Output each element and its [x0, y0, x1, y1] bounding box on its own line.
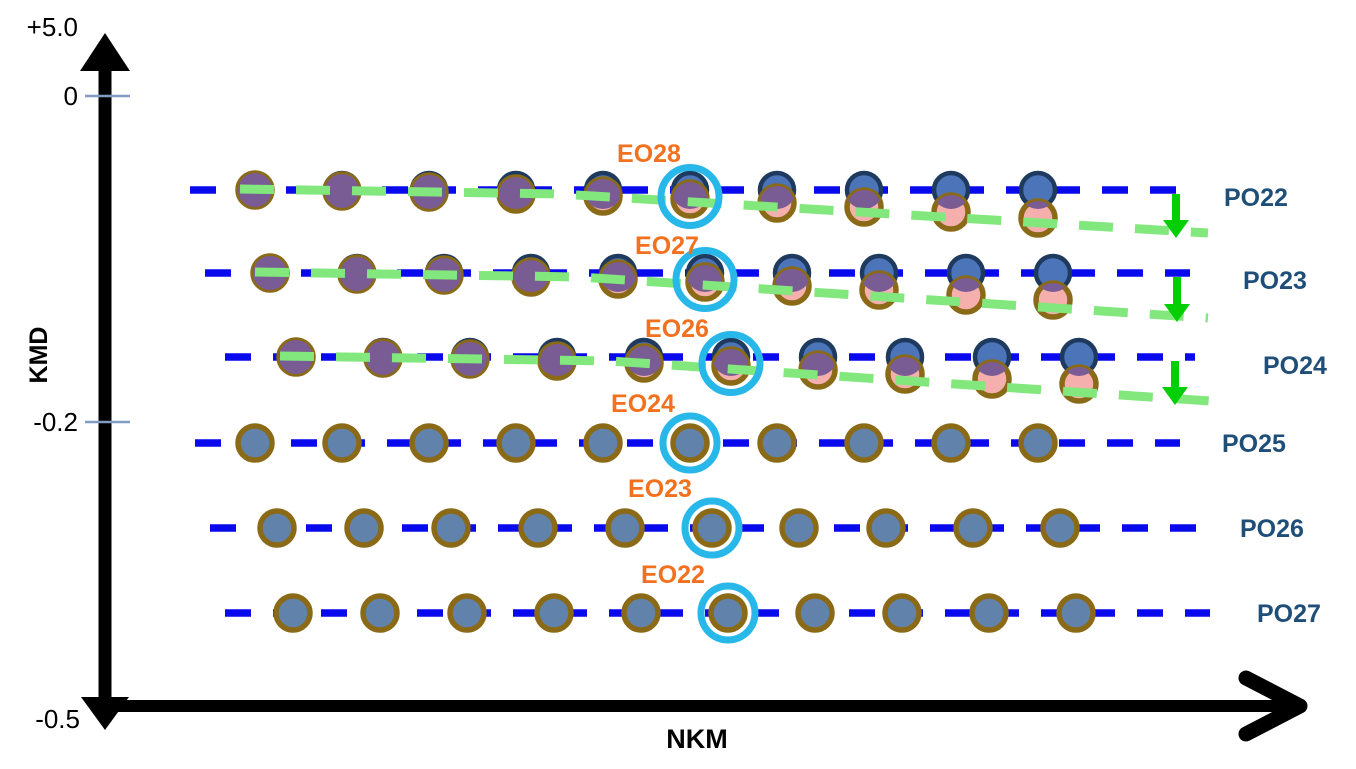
highlight-label: EO23 — [628, 475, 692, 503]
highlight-ring — [697, 582, 759, 644]
data-point — [1056, 593, 1096, 633]
data-point-overlap — [934, 195, 968, 209]
data-point — [1040, 508, 1080, 548]
trend-line — [239, 184, 1209, 238]
data-point — [257, 508, 297, 548]
data-point-overlap — [775, 269, 809, 292]
data-point — [882, 593, 922, 633]
data-point-overlap — [340, 257, 374, 291]
data-point — [235, 423, 275, 463]
data-point — [409, 423, 449, 463]
data-point — [360, 593, 400, 633]
data-point — [605, 508, 645, 548]
data-point — [692, 508, 732, 548]
highlight-label: EO27 — [635, 232, 699, 260]
data-point — [779, 508, 819, 548]
highlight-label: EO26 — [645, 315, 709, 343]
shift-arrow-head — [1164, 304, 1190, 322]
y-axis-label: KMD — [25, 327, 53, 384]
highlight-label: EO24 — [611, 390, 675, 418]
data-point-overlap — [888, 357, 922, 376]
highlight-ring — [681, 497, 743, 559]
row-label: PO27 — [1257, 600, 1321, 628]
y-axis-max-label: +5.0 — [27, 12, 78, 42]
data-point-overlap — [862, 273, 896, 292]
shift-arrow-head — [1163, 220, 1189, 238]
data-point — [518, 508, 558, 548]
row-label: PO26 — [1240, 515, 1304, 543]
trend-line — [254, 267, 1209, 323]
y-tick-label: -0.2 — [33, 407, 78, 437]
data-point-overlap — [366, 341, 400, 375]
highlight-ring — [657, 164, 723, 229]
data-point — [621, 593, 661, 633]
data-point-overlap — [847, 190, 881, 209]
data-point — [1018, 423, 1058, 463]
y-axis-arrow-up-icon — [80, 33, 130, 71]
highlight-ring — [672, 247, 738, 312]
data-point-overlap — [499, 177, 533, 209]
row-label: PO23 — [1243, 267, 1307, 295]
data-point — [273, 593, 313, 633]
data-point — [322, 423, 362, 463]
data-point — [583, 423, 623, 463]
data-point — [969, 593, 1009, 633]
data-point — [344, 508, 384, 548]
data-point-overlap — [801, 353, 835, 376]
data-point-overlap — [949, 278, 983, 292]
data-point — [866, 508, 906, 548]
y-axis-min-label: -0.5 — [35, 704, 80, 734]
data-point — [953, 508, 993, 548]
y-tick-label: 0 — [64, 81, 78, 111]
data-point — [670, 423, 710, 463]
data-point — [757, 423, 797, 463]
data-point — [931, 423, 971, 463]
data-point — [431, 508, 471, 548]
data-point-overlap — [540, 344, 574, 376]
x-axis-arrowhead-icon — [1238, 670, 1308, 742]
data-point-overlap — [325, 174, 359, 208]
data-point — [708, 593, 748, 633]
data-point — [844, 423, 884, 463]
shift-arrow-head — [1162, 387, 1188, 405]
x-axis-label: NKM — [666, 724, 728, 754]
data-point — [447, 593, 487, 633]
highlight-label: EO28 — [617, 140, 681, 168]
data-point-overlap — [975, 362, 1009, 376]
row-label: PO25 — [1222, 430, 1286, 458]
data-point — [496, 423, 536, 463]
row-label: PO22 — [1224, 184, 1288, 212]
highlight-label: EO22 — [641, 561, 705, 589]
data-point-overlap — [514, 260, 548, 292]
data-point — [534, 593, 574, 633]
highlight-ring — [659, 412, 721, 474]
trend-line — [279, 351, 1211, 406]
row-label: PO24 — [1263, 352, 1327, 380]
data-point — [795, 593, 835, 633]
highlight-ring — [698, 331, 764, 396]
